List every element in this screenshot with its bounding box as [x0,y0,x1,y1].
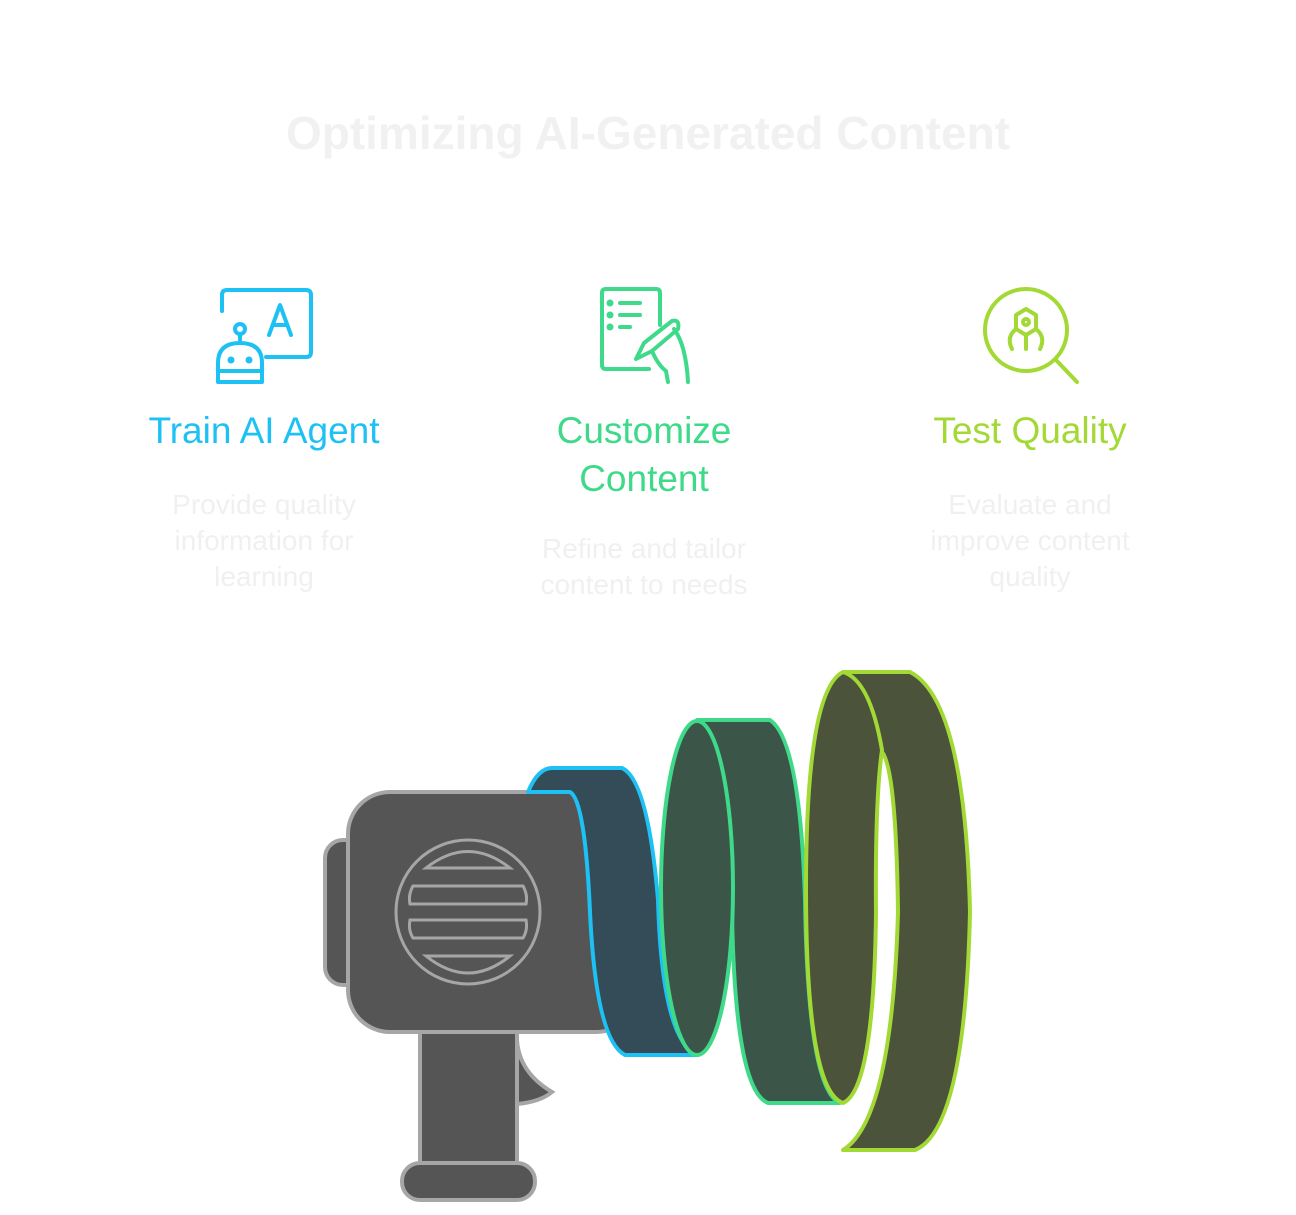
robot-board-icon [214,285,314,385]
step-description: Refine and tailor content to needs [540,533,748,600]
step-train-ai-agent: Train AI Agent Provide quality informati… [114,285,414,595]
step-title: Test Quality [933,410,1127,451]
page-title: Optimizing AI-Generated Content [285,107,1011,159]
megaphone-icon [323,790,640,1202]
step-description: Evaluate and improve content quality [930,489,1130,592]
magnifier-icon [980,285,1080,385]
sound-ring-green [659,718,842,1105]
document-pen-icon [594,285,694,385]
step-title: Customize Content [556,410,732,499]
sound-ring-lime [803,669,972,1152]
step-customize-content: Customize Content Refine and tailor cont… [494,285,794,603]
step-title: Train AI Agent [148,410,380,451]
step-test-quality: Test Quality Evaluate and improve conten… [880,285,1180,595]
step-description: Provide quality information for learning [172,489,356,592]
